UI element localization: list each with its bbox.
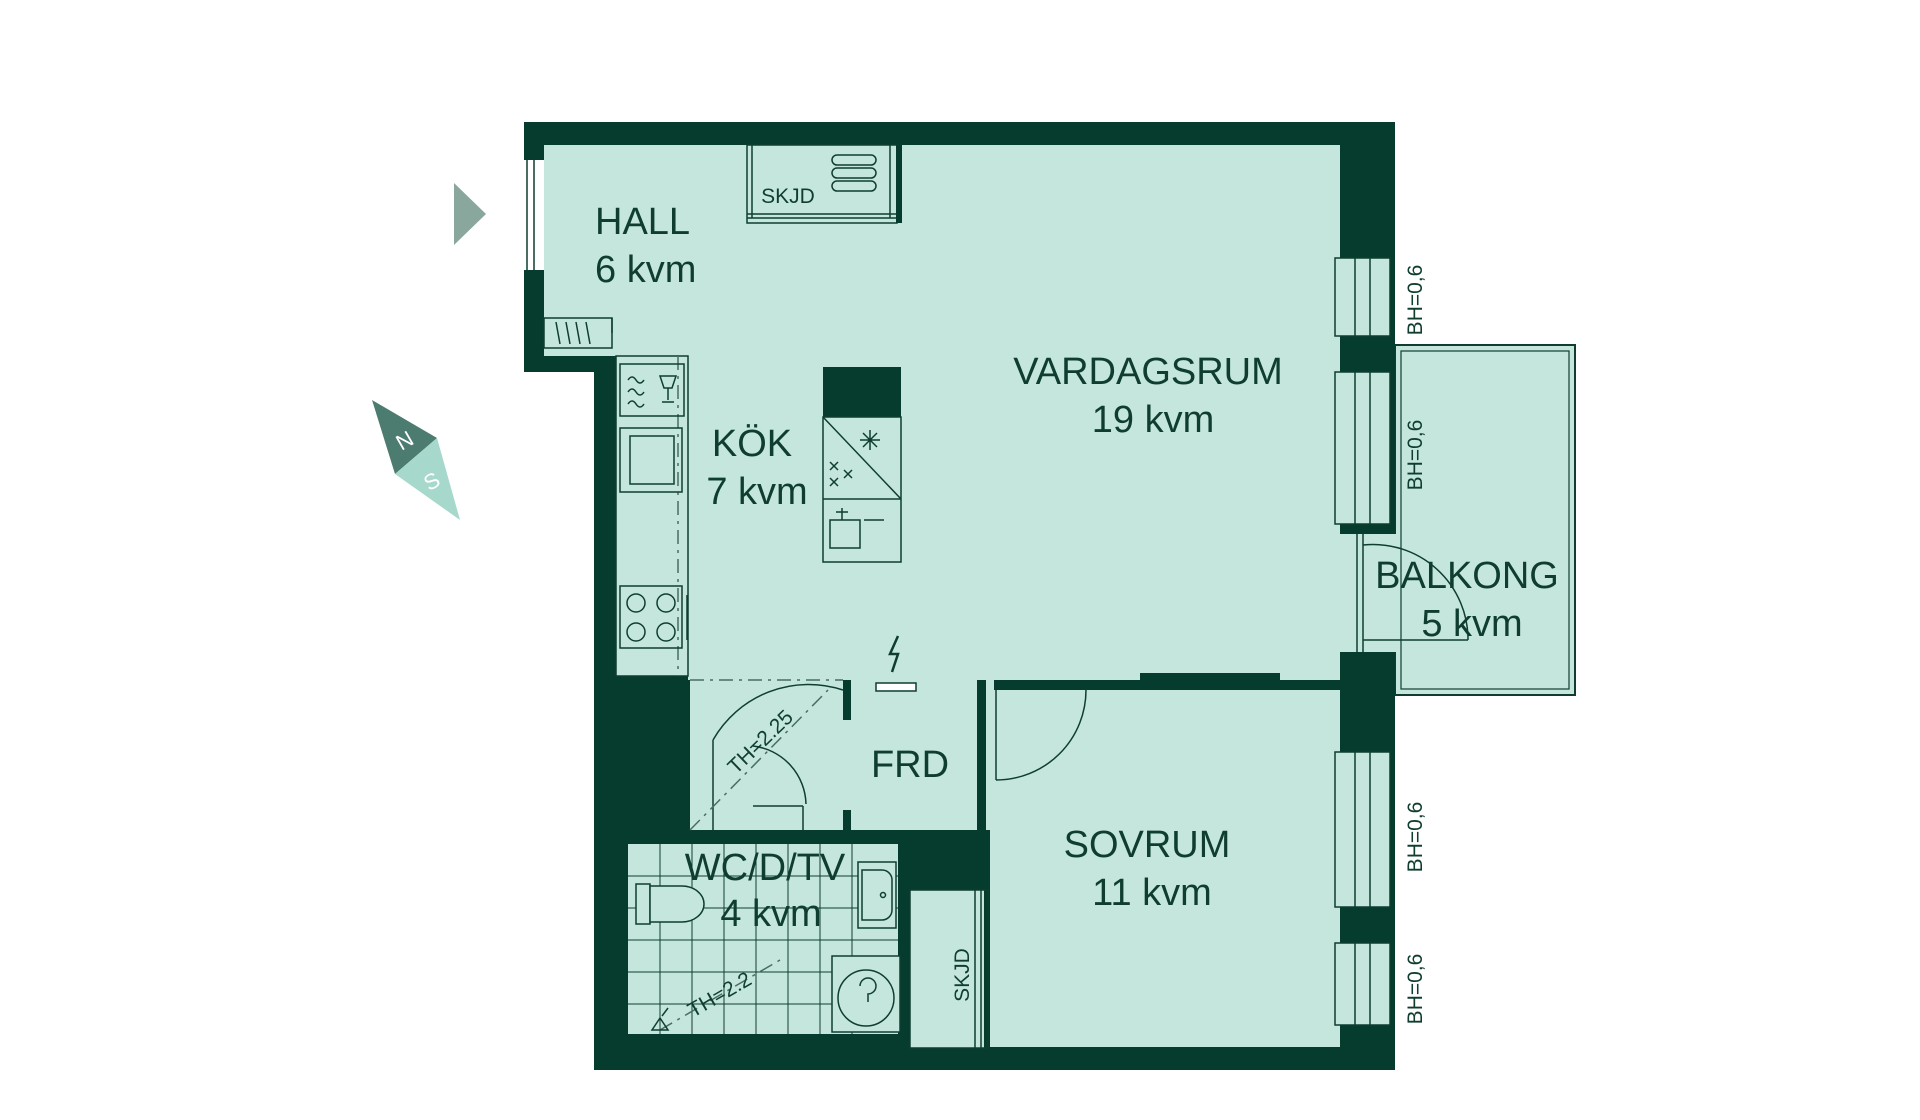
- electrical-panel-icon: [875, 635, 917, 692]
- vardagsrum-name: VARDAGSRUM: [1013, 351, 1283, 393]
- floors: [544, 145, 1340, 1048]
- toilet-icon: [635, 883, 705, 925]
- threshold-lines: [659, 679, 843, 1031]
- closet-bottom: SKJD: [909, 889, 989, 1049]
- balkong-area: 5 kvm: [1421, 603, 1522, 645]
- washbasin-icon: [857, 861, 897, 929]
- balcony-door: [1338, 534, 1469, 652]
- kitchen-island: [822, 416, 902, 563]
- frd-name: FRD: [871, 744, 949, 786]
- wc-area: 4 kvm: [720, 893, 821, 935]
- vardagsrum-area: 19 kvm: [1092, 399, 1214, 441]
- bath-tiles: [628, 844, 898, 1034]
- hall-name: HALL: [595, 201, 690, 243]
- bh-label-3: BH=0,6: [1404, 802, 1427, 873]
- entrance-arrow-icon: [454, 183, 486, 245]
- kok-area: 7 kvm: [706, 471, 807, 513]
- sink-icon: [619, 427, 683, 493]
- interior-walls: [594, 367, 1340, 1070]
- bh-label-2: BH=0,6: [1404, 420, 1427, 491]
- room-labels: HALL 6 kvm KÖK 7 kvm VARDAGSRUM 19 kvm B…: [595, 201, 1559, 935]
- floor-drain-icon: [650, 1007, 670, 1031]
- stove-icon: [619, 585, 688, 649]
- sovrum-name: SOVRUM: [1064, 824, 1231, 866]
- island-sink-icon: [829, 508, 884, 549]
- wc-name: WC/D/TV: [685, 847, 846, 889]
- closet-bottom-label: SKJD: [951, 948, 974, 1002]
- kitchen-counter: [615, 355, 689, 677]
- hall-area: 6 kvm: [595, 249, 696, 291]
- balkong-name: BALKONG: [1375, 555, 1559, 597]
- kok-name: KÖK: [712, 423, 792, 465]
- bh-label-1: BH=0,6: [1404, 265, 1427, 336]
- sovrum-area: 11 kvm: [1092, 872, 1212, 914]
- entrance: [454, 160, 544, 270]
- closet-top-label: SKJD: [761, 185, 815, 208]
- induction-icon: [829, 430, 880, 487]
- bh-label-4: BH=0,6: [1404, 954, 1427, 1025]
- compass-icon: N S: [372, 400, 460, 520]
- closet-top: SKJD: [746, 144, 902, 224]
- bedroom-door: [995, 689, 1087, 781]
- bath-door: [712, 683, 844, 830]
- dishwasher-icon: [619, 363, 685, 417]
- balcony: [1394, 344, 1576, 696]
- washing-machine-icon: [831, 955, 901, 1033]
- sliding-wardrobe: [1140, 673, 1280, 680]
- windows: [1334, 257, 1391, 1026]
- radiator-icon: [543, 317, 613, 349]
- drawer-icon: [831, 154, 877, 192]
